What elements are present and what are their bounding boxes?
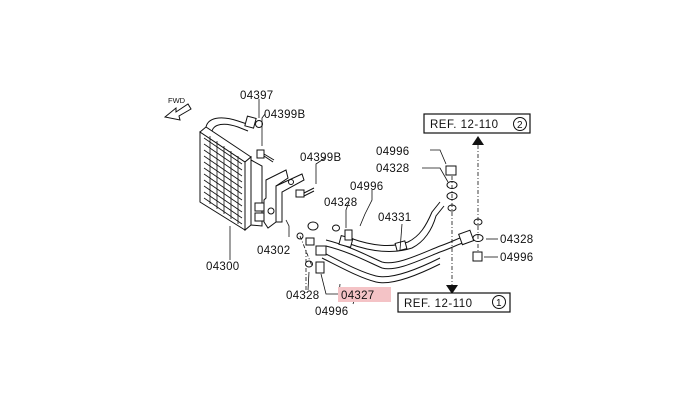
label-04300: 04300	[206, 261, 239, 273]
label-04399b-top: 04399B	[264, 109, 305, 121]
dashed-guide-lines	[299, 145, 479, 294]
label-04996-low: 04996	[315, 306, 348, 318]
ref-top-text: REF. 12-110	[430, 119, 499, 131]
label-04328-top: 04328	[376, 163, 409, 175]
ref-box-top[interactable]: REF. 12-110 2	[423, 113, 531, 134]
ref-box-bottom[interactable]: REF. 12-110 1	[397, 292, 511, 313]
label-04996-mid: 04996	[350, 181, 383, 193]
oil-cooler-core	[199, 115, 266, 232]
ref-arrows-icon	[446, 136, 484, 294]
label-04996-right: 04996	[500, 252, 533, 264]
bolt-04399b-mid	[295, 187, 315, 198]
label-04328-right: 04328	[500, 234, 533, 246]
fwd-label: FWD	[168, 96, 186, 105]
bracket-04302	[263, 169, 305, 229]
ref-top-number: 2	[517, 120, 523, 131]
label-04399b-mid: 04399B	[300, 152, 341, 164]
ref-bottom-text: REF. 12-110	[404, 298, 473, 310]
label-04996-top: 04996	[376, 146, 409, 158]
label-04327: 04327	[341, 290, 374, 302]
label-04302: 04302	[257, 245, 290, 257]
label-04328-low: 04328	[286, 290, 319, 302]
highlight-04327	[338, 287, 391, 302]
ref-bottom-number: 1	[496, 298, 502, 309]
label-04328-mid: 04328	[324, 197, 357, 209]
fwd-arrow-icon: FWD	[163, 96, 192, 121]
label-04397: 04397	[240, 90, 273, 102]
bolt-04399b-top	[256, 149, 275, 163]
oil-cooler-hoses	[315, 201, 475, 284]
label-04331: 04331	[378, 212, 411, 224]
